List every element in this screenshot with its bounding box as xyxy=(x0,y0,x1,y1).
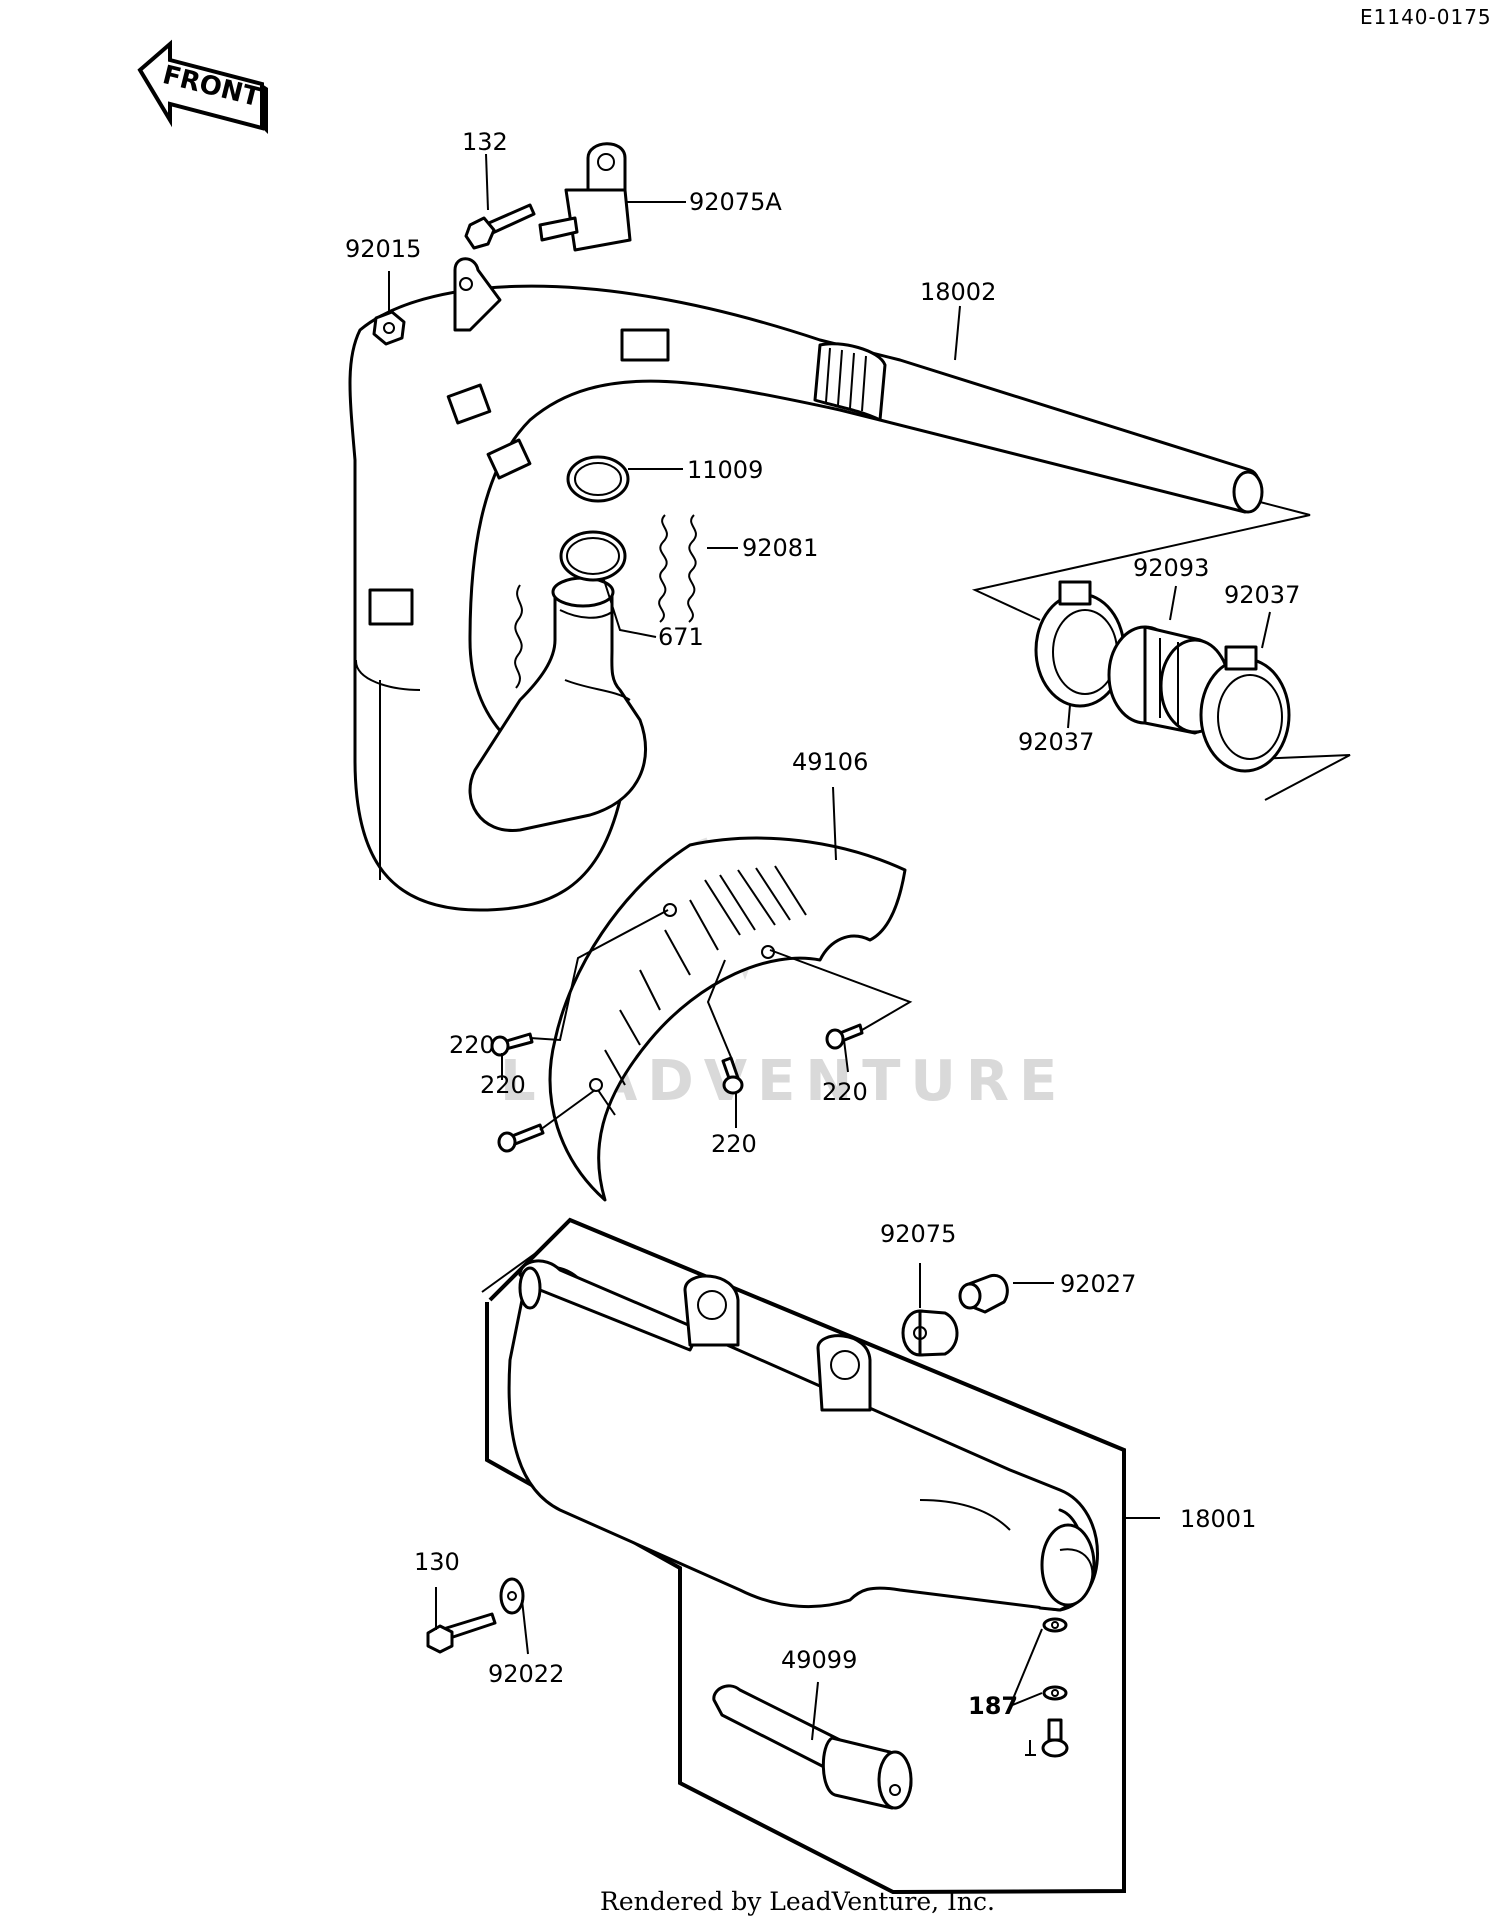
callout-671: 671 xyxy=(658,623,704,651)
callout-18002: 18002 xyxy=(920,278,996,306)
expansion-chamber-18002 xyxy=(348,257,1264,912)
front-arrow-icon: FRONT xyxy=(137,39,268,134)
callout-49099: 49099 xyxy=(781,1646,857,1674)
screw-set-187 xyxy=(1025,1617,1069,1758)
nut-92015 xyxy=(372,310,406,346)
rubber-mount-92075A xyxy=(538,142,632,252)
clamp-92037-right xyxy=(1199,645,1291,773)
screw-220-d xyxy=(825,1023,864,1050)
screw-220-a xyxy=(490,1032,534,1057)
callout-92075A: 92075A xyxy=(689,188,782,216)
callout-220-a: 220 xyxy=(449,1031,495,1059)
callout-92037-bottom: 92037 xyxy=(1018,728,1094,756)
callout-92037-top: 92037 xyxy=(1224,581,1300,609)
callout-130: 130 xyxy=(414,1548,460,1576)
grommet-92075 xyxy=(901,1309,959,1357)
footer-credit: Rendered by LeadVenture, Inc. xyxy=(600,1887,995,1916)
washer-92022 xyxy=(499,1577,525,1615)
screw-220-c xyxy=(721,1056,744,1095)
callout-220-c: 220 xyxy=(711,1130,757,1158)
screw-220-b xyxy=(497,1123,545,1153)
callout-220-d: 220 xyxy=(822,1078,868,1106)
clamp-92037-left xyxy=(1034,580,1126,708)
callout-220-b: 220 xyxy=(480,1071,526,1099)
spark-arrestor-49099 xyxy=(712,1684,913,1810)
callout-11009: 11009 xyxy=(687,456,763,484)
callout-92015: 92015 xyxy=(345,235,421,263)
callout-132: 132 xyxy=(462,128,508,156)
callout-92093: 92093 xyxy=(1133,554,1209,582)
callout-92022: 92022 xyxy=(488,1660,564,1688)
callout-18001: 18001 xyxy=(1180,1505,1256,1533)
callout-92027: 92027 xyxy=(1060,1270,1136,1298)
diagram-code: E1140-0175 xyxy=(1360,5,1492,29)
bolt-132 xyxy=(464,203,536,250)
callout-92081: 92081 xyxy=(742,534,818,562)
bolt-130 xyxy=(426,1612,497,1654)
callout-187: 187 xyxy=(968,1692,1018,1720)
callout-49106: 49106 xyxy=(792,748,868,776)
gasket-671 xyxy=(559,530,627,582)
springs-92081 xyxy=(658,514,697,623)
callout-92075: 92075 xyxy=(880,1220,956,1248)
collar-92027 xyxy=(958,1273,1009,1314)
silencer-18001 xyxy=(507,1259,1099,1612)
